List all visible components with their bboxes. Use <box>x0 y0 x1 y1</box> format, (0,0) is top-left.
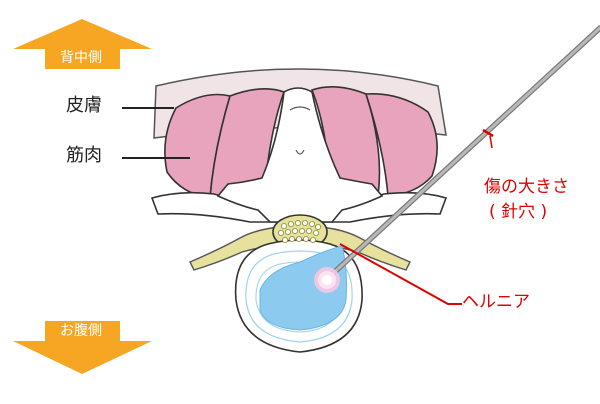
wound-size-sublabel: ( 針穴 ) <box>489 202 548 222</box>
vertebra-lamina <box>216 87 384 223</box>
wound-size-label: 傷の大きさ <box>484 177 569 197</box>
back-side-arrow <box>13 19 152 69</box>
muscle-label: 筋肉 <box>66 145 102 166</box>
hernia-area <box>259 245 347 331</box>
spinous-detail <box>289 106 311 155</box>
front-side-label: お腹側 <box>60 323 102 339</box>
hernia-leader-line <box>339 243 462 305</box>
nerve-roots <box>189 225 411 271</box>
hernia-label: ヘルニア <box>462 292 530 312</box>
needle-tip-glow <box>314 267 340 293</box>
wound-size-marker <box>482 128 494 149</box>
skin-label: 皮膚 <box>66 95 102 116</box>
needle <box>325 25 600 281</box>
muscle-right-outer <box>364 93 438 197</box>
front-side-arrow <box>13 321 152 374</box>
back-side-label: 背中側 <box>60 50 102 66</box>
nerve-fibers <box>277 219 321 243</box>
